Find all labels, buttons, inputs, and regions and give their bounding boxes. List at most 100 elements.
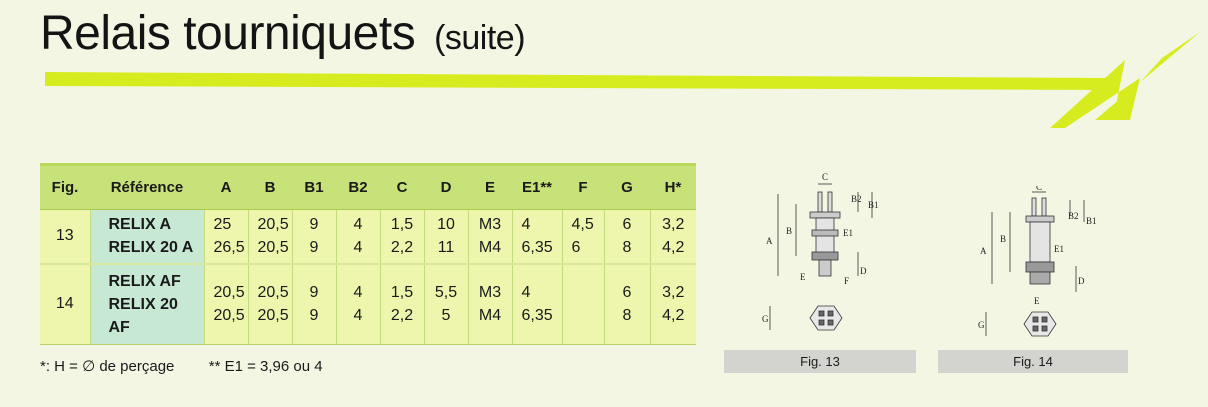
- page-title: Relais tourniquets (suite): [40, 6, 526, 61]
- value: 2,2: [390, 307, 414, 325]
- fig-cell: 13: [40, 209, 90, 265]
- dim-label: B1: [1086, 216, 1097, 226]
- col-header: C: [380, 163, 424, 210]
- reference-cell: RELIX A RELIX 20 A: [89, 209, 204, 265]
- value: 6: [622, 216, 632, 234]
- footnote: *: H = ∅ de perçage ** E1 = 3,96 ou 4: [40, 357, 323, 375]
- dim-label: B2: [1068, 211, 1079, 221]
- value: 10: [437, 216, 455, 234]
- dim-label: B2: [851, 194, 862, 204]
- dim-label: A: [766, 236, 773, 246]
- value: 4: [353, 216, 363, 234]
- col-header: B2: [336, 163, 380, 210]
- cell-b: 20,5 20,5: [247, 263, 292, 345]
- dim-label: B: [786, 226, 792, 236]
- value: 4,2: [662, 307, 685, 325]
- value: 9: [309, 284, 319, 302]
- dim-label: E1: [1054, 244, 1064, 254]
- col-header: H*: [650, 163, 696, 210]
- col-header: B: [248, 163, 292, 210]
- dim-label: F: [844, 276, 849, 286]
- value: M4: [478, 239, 502, 257]
- col-header: Référence: [90, 163, 204, 210]
- accent-stripe: [45, 72, 1110, 90]
- value: 20,5: [257, 216, 289, 234]
- value: 5,5: [434, 284, 458, 302]
- col-header: G: [604, 163, 650, 210]
- col-header: A: [204, 163, 248, 210]
- value: 4: [353, 239, 363, 257]
- value: M3: [478, 216, 502, 234]
- value: 2,2: [390, 239, 414, 257]
- fig-cell: 14: [40, 263, 90, 345]
- figure-14-diagram: C B2 B1 A B E1 D E G: [978, 186, 1097, 337]
- dim-label: G: [978, 320, 985, 330]
- dim-label: E1: [843, 228, 853, 238]
- table-header-row: Fig. Référence A B B1 B2 C D E E1** F G …: [40, 163, 696, 210]
- col-header: D: [424, 163, 468, 210]
- lightning-logo-icon: [1050, 32, 1200, 128]
- dim-label: G: [762, 314, 769, 324]
- dim-label: D: [1078, 276, 1085, 286]
- title-main: Relais tourniquets: [40, 7, 416, 60]
- col-header: E1**: [512, 163, 562, 210]
- reference-name: RELIX AF: [108, 272, 181, 290]
- dim-label: E: [800, 272, 806, 282]
- value: 3,2: [662, 216, 685, 234]
- dim-label: B: [1000, 234, 1006, 244]
- col-header: E: [468, 163, 512, 210]
- value: 4: [521, 284, 531, 302]
- value: 26,5: [213, 239, 245, 257]
- dim-label: A: [980, 246, 987, 256]
- value: 4,2: [662, 239, 685, 257]
- col-header: F: [562, 163, 604, 210]
- reference-cell: RELIX AF RELIX 20 AF: [89, 263, 204, 345]
- value: 4: [353, 307, 363, 325]
- dim-label: D: [860, 266, 867, 276]
- figure-13-diagram: C B2 B1 A B E1 D E F G: [762, 172, 879, 331]
- dim-label: E: [1034, 296, 1040, 306]
- value: 6,35: [521, 307, 553, 325]
- title-suffix: (suite): [434, 19, 526, 57]
- value: 4,5: [571, 216, 594, 234]
- dim-label: C: [1036, 186, 1042, 192]
- value: 1,5: [390, 284, 414, 302]
- value: 20,5: [257, 284, 289, 302]
- component-drawing: [809, 191, 843, 331]
- figure-14-caption: Fig. 14: [938, 350, 1128, 373]
- dim-label: C: [822, 172, 828, 182]
- cell-b: 20,5 20,5: [247, 209, 292, 265]
- value: 20,5: [213, 284, 245, 302]
- value: 11: [437, 239, 455, 257]
- value: 9: [309, 307, 319, 325]
- value: 20,5: [257, 239, 289, 257]
- figure-13-caption: Fig. 13: [724, 350, 916, 373]
- value: 20,5: [257, 307, 289, 325]
- dimension-lines: [769, 183, 873, 330]
- component-drawing: [1023, 197, 1057, 337]
- spec-table: Fig. Référence A B B1 B2 C D E E1** F G …: [40, 163, 696, 345]
- value: 9: [309, 239, 319, 257]
- reference-name: RELIX 20 A: [108, 239, 194, 257]
- value: 3,2: [662, 284, 685, 302]
- col-header: Fig.: [40, 163, 90, 210]
- brand-swoosh: [45, 32, 1200, 128]
